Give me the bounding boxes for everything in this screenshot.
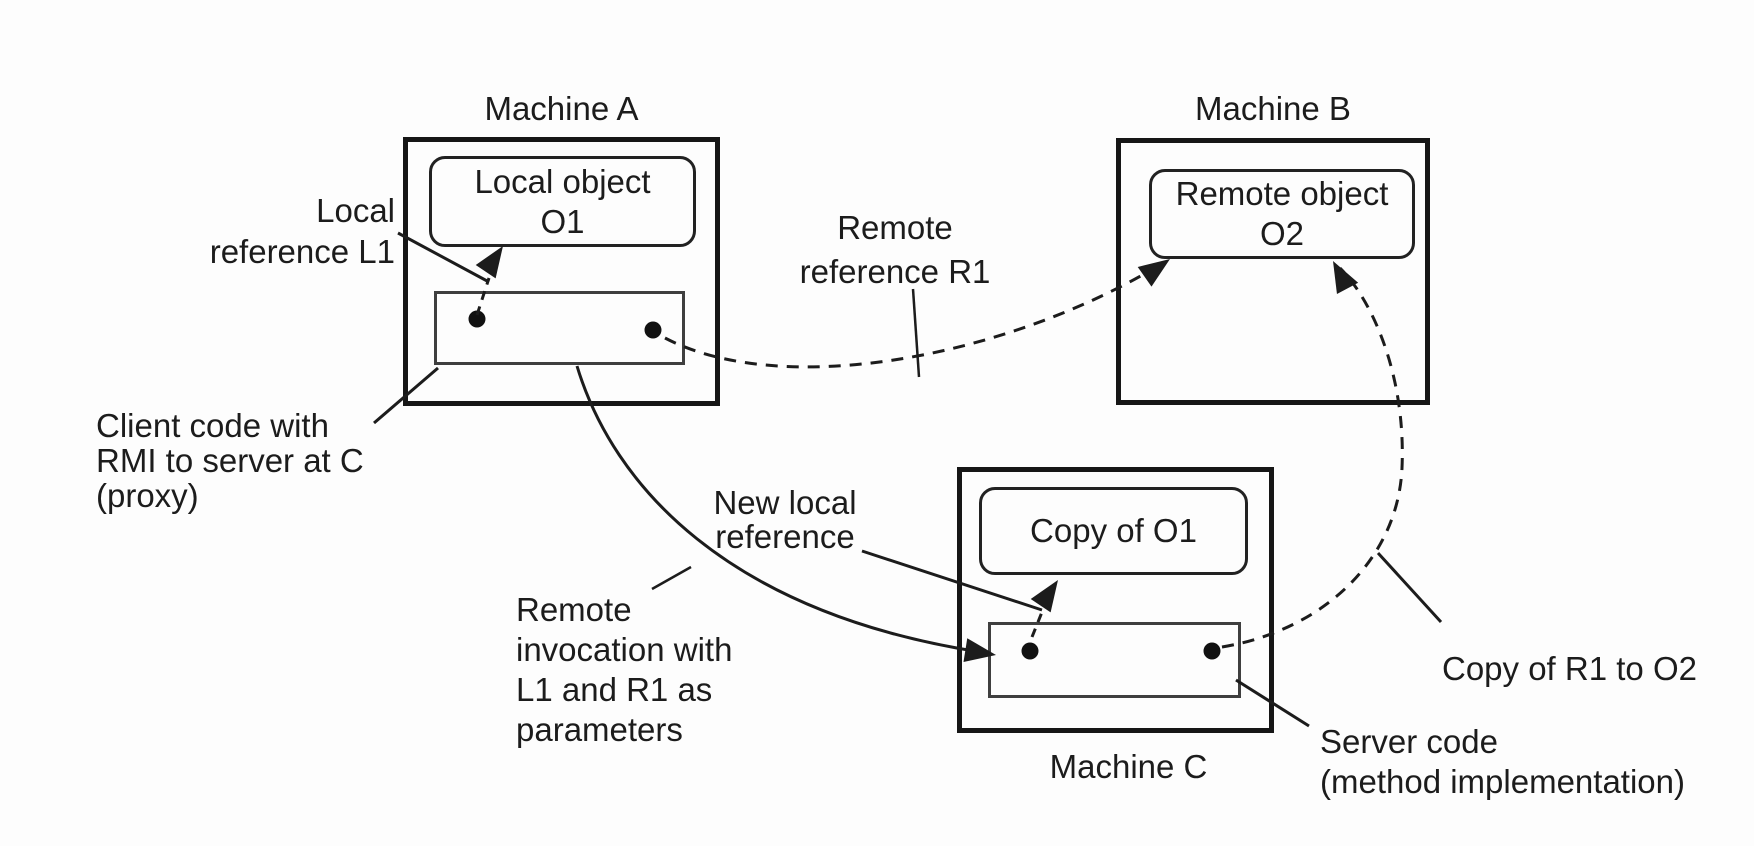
machine-b-title: Machine B	[1195, 90, 1351, 127]
label-client-code-line2: RMI to server at C	[96, 442, 364, 479]
label-remote-reference-r1-line2: reference R1	[799, 253, 991, 290]
label-remote-reference-r1: Remote reference R1	[780, 206, 1010, 294]
label-remote-reference-r1-line1: Remote	[837, 209, 953, 246]
label-remote-invocation-line2: invocation with	[516, 631, 733, 668]
copy-of-o1-box: Copy of O1	[979, 487, 1248, 575]
leader-copy-of-r1	[1376, 551, 1443, 624]
leader-remote-invocation	[651, 565, 692, 591]
label-copy-of-r1: Copy of R1 to O2	[1442, 650, 1697, 688]
label-local-reference-l1: Local reference L1	[180, 190, 395, 272]
copy-of-o1-line1: Copy of O1	[1030, 512, 1197, 549]
label-server-code-line2: (method implementation)	[1320, 763, 1685, 800]
local-object-o1-line2: O1	[540, 202, 585, 240]
machine-c-title: Machine C	[1049, 748, 1208, 785]
label-client-code: Client code with RMI to server at C (pro…	[96, 408, 364, 513]
remote-object-o2-line1: Remote object	[1175, 175, 1389, 212]
label-new-local-reference: New local reference	[695, 486, 875, 554]
label-remote-invocation-line3: L1 and R1 as	[516, 671, 713, 708]
proxy-box	[434, 291, 685, 365]
label-local-reference-l1-line2: reference L1	[209, 233, 395, 270]
local-object-o1-line1: Local object	[474, 162, 651, 200]
label-client-code-line3: (proxy)	[96, 477, 199, 514]
label-remote-invocation: Remote invocation with L1 and R1 as para…	[516, 590, 732, 750]
label-server-code-line1: Server code	[1320, 723, 1498, 760]
label-new-local-reference-line1: New local	[713, 484, 857, 521]
remote-object-o2-box: Remote object O2	[1149, 169, 1415, 259]
server-code-box	[988, 622, 1241, 698]
label-client-code-line1: Client code with	[96, 407, 329, 444]
machine-a-title: Machine A	[484, 90, 639, 127]
label-remote-invocation-line1: Remote	[516, 591, 632, 628]
local-object-o1-box: Local object O1	[429, 156, 696, 247]
label-new-local-reference-line2: reference	[715, 518, 855, 555]
leader-remote-reference	[911, 288, 921, 378]
label-local-reference-l1-line1: Local	[316, 192, 395, 229]
label-copy-of-r1-line1: Copy of R1 to O2	[1442, 650, 1697, 687]
label-remote-invocation-line4: parameters	[516, 711, 683, 748]
remote-object-o2-line2: O2	[1259, 215, 1305, 252]
label-server-code: Server code (method implementation)	[1320, 722, 1685, 802]
